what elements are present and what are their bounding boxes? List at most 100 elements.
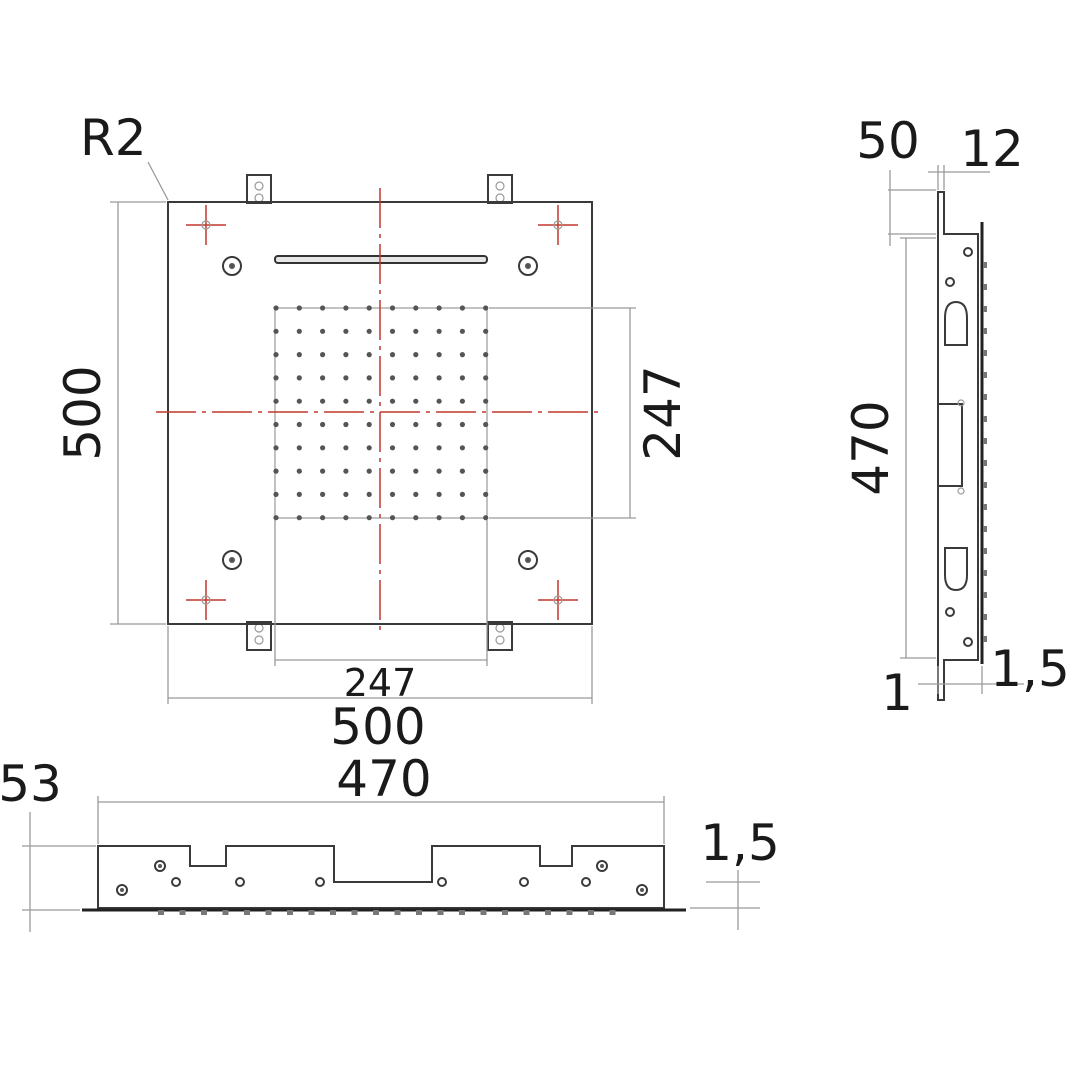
front-nozzle xyxy=(566,910,573,915)
front-profile xyxy=(97,845,665,909)
nozzle-dot xyxy=(389,421,396,428)
front-length-label: 470 xyxy=(336,750,431,808)
front-nozzle xyxy=(265,910,272,915)
side-top-offset-label: 50 xyxy=(856,112,920,170)
nozzle-dot xyxy=(296,491,302,497)
front-nozzle xyxy=(222,910,229,915)
side-length-label: 470 xyxy=(842,400,900,495)
nozzle-dot xyxy=(273,398,279,404)
nozzle-dot xyxy=(320,491,326,497)
front-height-label: 53 xyxy=(0,755,62,813)
nozzle-dot xyxy=(413,375,419,381)
nozzle-dot xyxy=(459,375,465,381)
nozzle-dot xyxy=(343,421,349,428)
side-nozzle xyxy=(983,460,987,466)
fixing-screws xyxy=(222,256,538,570)
nozzle-dot xyxy=(320,468,326,474)
nozzle-dot xyxy=(273,352,279,358)
side-bottom-left-label: 1 xyxy=(881,664,913,722)
nozzle-dot xyxy=(273,468,279,474)
nozzle-dot xyxy=(366,468,372,474)
nozzle-dot xyxy=(389,305,396,311)
side-nozzle xyxy=(983,306,987,312)
nozzle-dot xyxy=(483,445,489,451)
front-nozzle xyxy=(480,910,487,915)
nozzle-dot xyxy=(296,445,302,451)
nozzle-dot xyxy=(413,352,419,358)
nozzle-dot xyxy=(413,398,419,404)
nozzle-dot xyxy=(389,445,396,451)
nozzle-dot xyxy=(459,445,465,451)
nozzle-dot xyxy=(459,352,465,358)
nozzle-dot xyxy=(436,468,442,474)
nozzle-dot xyxy=(483,305,489,311)
nozzle-dot xyxy=(296,328,302,334)
nozzle-dot xyxy=(343,515,349,521)
nozzle-dot xyxy=(413,421,419,428)
nozzle-dot xyxy=(296,352,302,358)
front-nozzle xyxy=(158,910,164,915)
nozzle-dot xyxy=(459,421,465,428)
mounting-tab-top-right xyxy=(487,174,513,204)
side-profile-outer xyxy=(937,191,979,701)
nozzle-dot xyxy=(459,328,465,334)
nozzle-dot xyxy=(320,375,326,381)
front-nozzle xyxy=(179,910,186,915)
nozzle-dot xyxy=(320,445,326,451)
nozzle-dot xyxy=(389,398,396,404)
mounting-tab-bottom-left xyxy=(246,621,272,651)
front-nozzle xyxy=(394,910,401,915)
nozzle-dot xyxy=(366,375,372,381)
nozzle-dot xyxy=(343,305,349,311)
nozzle-dot xyxy=(483,328,489,334)
nozzle-dot xyxy=(366,515,372,521)
nozzle-dot xyxy=(436,491,442,497)
side-view: 50 12 470 1 1,5 xyxy=(842,112,1070,722)
nozzle-dot xyxy=(320,515,326,521)
side-nozzle xyxy=(983,284,987,290)
nozzle-dot xyxy=(459,491,465,497)
nozzle-dot xyxy=(273,328,279,334)
front-nozzle xyxy=(523,910,530,915)
side-nozzle xyxy=(983,482,987,488)
front-nozzle-row xyxy=(158,910,616,915)
side-nozzle xyxy=(983,636,987,642)
front-view: 470 53 1,5 xyxy=(0,750,780,932)
nozzle-dot xyxy=(273,515,279,521)
nozzle-dot xyxy=(413,515,419,521)
nozzle-dot xyxy=(413,328,419,334)
side-nozzle xyxy=(983,394,987,400)
nozzle-dot xyxy=(483,491,489,497)
nozzle-dot xyxy=(459,515,465,521)
mounting-tab-bottom-right xyxy=(487,621,513,651)
nozzle-dot xyxy=(320,352,326,358)
front-nozzle xyxy=(502,910,508,915)
top-width-label: 500 xyxy=(330,698,425,756)
nozzle-dot xyxy=(296,375,302,381)
nozzle-dot xyxy=(273,445,279,451)
nozzle-dot xyxy=(366,445,372,451)
nozzle-dot xyxy=(366,305,372,311)
nozzle-dot xyxy=(366,491,372,497)
front-nozzle xyxy=(308,910,315,915)
waterfall-slot xyxy=(274,255,488,264)
inner-height-label: 247 xyxy=(634,365,692,460)
side-profile-inner xyxy=(937,234,963,660)
nozzle-dot xyxy=(343,398,349,404)
front-nozzle xyxy=(287,910,293,915)
nozzle-dot xyxy=(296,468,302,474)
nozzle-area-frame xyxy=(274,307,488,519)
nozzle-dot xyxy=(343,375,349,381)
nozzle-dot xyxy=(389,352,396,358)
nozzle-dot xyxy=(343,352,349,358)
front-nozzle xyxy=(545,910,551,915)
side-nozzle xyxy=(983,328,987,334)
nozzle-dot xyxy=(413,445,419,451)
nozzle-dot xyxy=(343,328,349,334)
front-nozzle xyxy=(588,910,594,915)
side-nozzle xyxy=(983,548,987,554)
nozzle-dot xyxy=(483,398,489,404)
front-plate-label: 1,5 xyxy=(700,814,780,872)
side-slot-bottom xyxy=(944,547,968,592)
